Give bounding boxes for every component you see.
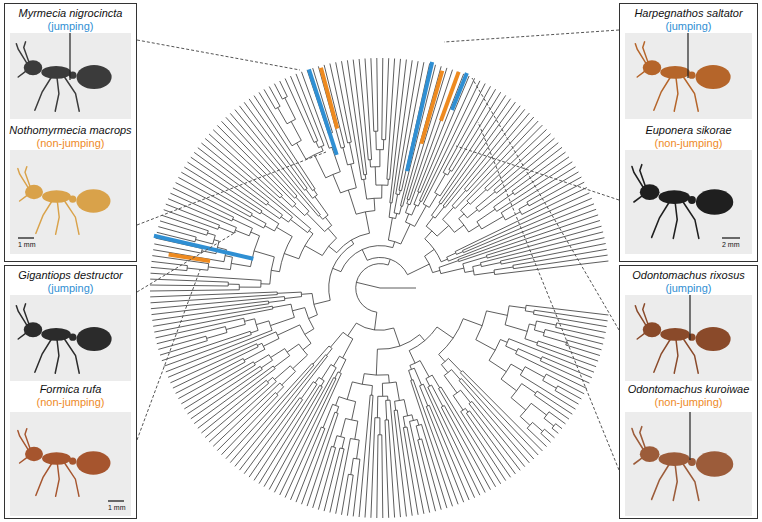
species-name: Myrmecia nigrocincta <box>19 7 123 20</box>
species-name: Odontomachus kuroiwae <box>628 383 750 396</box>
leader-lines <box>137 30 619 470</box>
species-name: Formica rufa <box>40 383 102 396</box>
trait-label: (non-jumping) <box>37 137 105 150</box>
species-name: Harpegnathos saltator <box>634 7 742 20</box>
trait-label: (jumping) <box>48 20 94 33</box>
photo-backgrounds <box>10 33 752 516</box>
trait-label: (non-jumping) <box>37 396 105 409</box>
species-panel: Harpegnathos saltator(jumping) Euponera s… <box>619 3 758 262</box>
tree-branches <box>150 58 608 518</box>
species-panel: Odontomachus rixosus(jumping) Odontomachu… <box>619 265 758 519</box>
trait-highlight <box>321 68 337 129</box>
trait-label: (non-jumping) <box>655 396 723 409</box>
species-name: Gigantiops destructor <box>18 269 123 282</box>
trait-label: (jumping) <box>666 20 712 33</box>
trait-label: (jumping) <box>48 282 94 295</box>
trait-highlight <box>452 73 467 110</box>
species-panel: Myrmecia nigrocincta(jumping) Nothomyrmec… <box>4 3 137 262</box>
trait-label: (jumping) <box>666 282 712 295</box>
ant-photos <box>16 42 733 501</box>
species-name: Odontomachus rixosus <box>632 269 745 282</box>
species-name: Nothomyrmecia macrops <box>9 124 131 137</box>
scale-label: 2 mm <box>722 241 740 249</box>
species-name: Euponera sikorae <box>645 124 731 137</box>
scale-bars <box>18 238 740 501</box>
species-panel: Gigantiops destructor(jumping) Formica ru… <box>4 265 137 519</box>
scale-label: 1 mm <box>18 241 36 249</box>
trait-highlight <box>421 71 442 144</box>
pins <box>70 33 690 460</box>
scale-label: 1 mm <box>108 504 126 512</box>
trait-label: (non-jumping) <box>655 137 723 150</box>
